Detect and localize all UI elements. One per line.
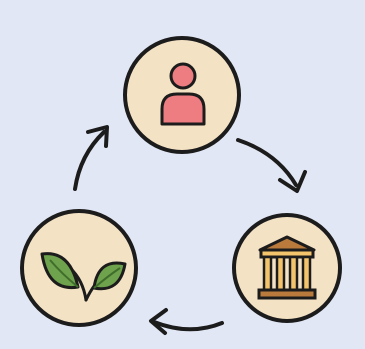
arrow-icon xyxy=(152,320,224,332)
nature-node xyxy=(20,209,138,327)
person-icon xyxy=(160,62,206,126)
arrows-group xyxy=(73,125,307,335)
arrowhead-icon xyxy=(149,308,168,335)
institution-node xyxy=(232,213,342,323)
person-node xyxy=(123,36,241,154)
bank-building-icon xyxy=(257,235,317,300)
leaves-icon xyxy=(40,252,127,302)
arrowhead-icon xyxy=(86,125,109,148)
arrow-icon xyxy=(236,138,298,187)
arrow-icon xyxy=(73,130,106,191)
arrowhead-icon xyxy=(278,170,307,193)
